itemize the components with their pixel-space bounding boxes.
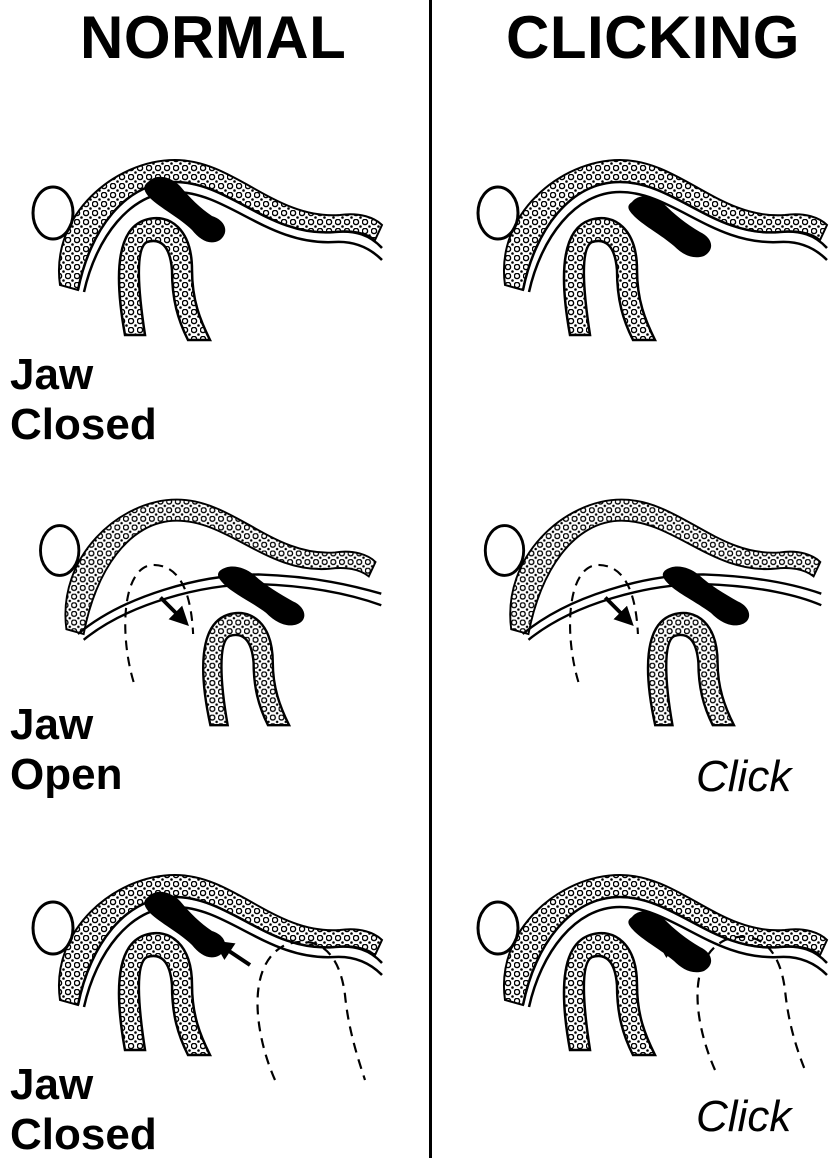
mandibular-condyle: [648, 613, 734, 725]
ear-canal-oval: [40, 526, 78, 576]
mandibular-condyle: [564, 933, 655, 1055]
previous-position-outline: [258, 942, 366, 1080]
label-word: Jaw: [10, 1060, 157, 1110]
label-word: Closed: [10, 1110, 157, 1160]
label-word: Jaw: [10, 700, 122, 750]
movement-arrow: [160, 598, 183, 621]
movement-arrow: [220, 945, 250, 965]
label-normal-closed: Jaw Closed: [10, 350, 157, 450]
previous-position-outline: [125, 565, 193, 682]
label-normal-open: Jaw Open: [10, 700, 122, 800]
temporal-bone: [510, 500, 820, 634]
click-label-open: Click: [696, 752, 791, 802]
clicking-reclosed-illustration: [460, 845, 832, 1085]
previous-position-outline: [570, 565, 638, 682]
normal-reclosed-illustration: [20, 845, 420, 1085]
click-label-reclosed: Click: [696, 1092, 791, 1142]
clicking-closed-illustration: [460, 120, 832, 360]
mandibular-condyle: [203, 613, 289, 725]
label-word: Closed: [10, 400, 157, 450]
label-word: Jaw: [10, 350, 157, 400]
temporal-bone: [65, 500, 375, 634]
movement-arrow: [605, 598, 628, 621]
label-word: Open: [10, 750, 122, 800]
normal-open-illustration: [20, 490, 420, 730]
header-clicking: CLICKING: [506, 6, 800, 70]
mandibular-condyle: [119, 933, 210, 1055]
ear-canal-oval: [485, 526, 523, 576]
mandibular-condyle: [564, 218, 655, 340]
clicking-open-illustration: [460, 490, 832, 730]
normal-closed-illustration: [20, 120, 420, 360]
header-normal: NORMAL: [80, 6, 346, 70]
mandibular-condyle: [119, 218, 210, 340]
label-normal-reclosed: Jaw Closed: [10, 1060, 157, 1160]
column-divider: [429, 0, 432, 1158]
